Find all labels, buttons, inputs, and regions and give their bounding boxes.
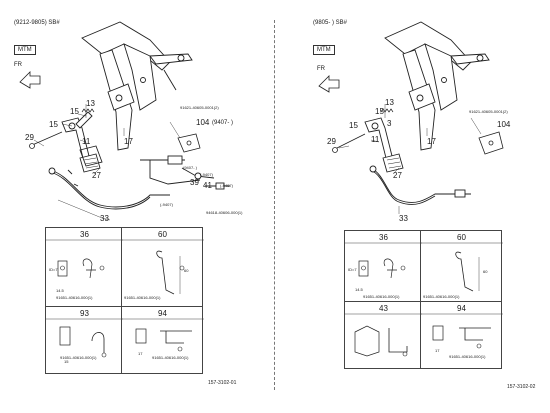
front-arrow-icon — [19, 71, 41, 89]
mtm-badge: MTM — [14, 45, 36, 55]
callout-17: 17 — [124, 137, 133, 146]
id-dimension: ID=7 — [49, 267, 58, 272]
part-code: 91651-40616-000(1) — [449, 354, 486, 359]
part-code: 91621-40605-0001(2) — [180, 105, 219, 110]
page-divider — [274, 20, 275, 390]
part-code: 91651-40616-000(1) — [423, 294, 460, 299]
clip-93-drawing — [46, 318, 123, 358]
pedal-bracket — [81, 21, 193, 151]
cell-label: 43 — [379, 304, 388, 313]
cell-label: 36 — [80, 230, 89, 239]
table-cell: 93 15 91651-40616-000(1) — [45, 306, 123, 374]
part-code: 94618-40606-000(1) — [206, 210, 243, 215]
dimension-label: 17 — [138, 351, 143, 356]
bracket-104 — [478, 131, 504, 155]
dimension-label: 60 — [483, 269, 488, 274]
callout-104: 104 — [196, 118, 210, 127]
part-code: 91651-40616-000(1) — [363, 294, 400, 299]
table-cell: 36 ID=7 14.5 91651-40616-000(1) — [344, 230, 422, 302]
pedal-assembly-drawing — [318, 21, 504, 214]
page-header: (9805- ) SB# — [313, 20, 348, 26]
cell-label: 36 — [379, 233, 388, 242]
control-cable — [48, 155, 230, 210]
callout-13: 13 — [385, 98, 394, 107]
pedal-pad — [79, 145, 103, 167]
callout-15: 15 — [49, 120, 58, 129]
brake-pedal — [61, 111, 101, 173]
front-arrow-icon — [318, 75, 340, 93]
return-spring — [380, 108, 394, 113]
callout-39: 39 — [190, 178, 199, 187]
callout-13: 13 — [86, 99, 95, 108]
date-note: (-9407) — [160, 202, 173, 207]
bracket-104 — [177, 133, 201, 153]
clip-94-drawing — [421, 313, 503, 349]
part-code: 91651-40616-000(1) — [60, 355, 97, 360]
callout-29: 29 — [25, 133, 34, 142]
bolt-29 — [332, 133, 366, 153]
callout-27: 27 — [393, 171, 402, 180]
cell-label: 93 — [80, 309, 89, 318]
table-cell: 60 60 91651-40616-000(1) — [121, 227, 204, 307]
callout-11: 11 — [371, 135, 380, 144]
callout-27: 27 — [92, 171, 101, 180]
bracket-43-drawing — [345, 313, 422, 357]
cell-label: 94 — [158, 309, 167, 318]
control-cable — [369, 165, 471, 205]
callout-33: 33 — [100, 214, 109, 223]
clip-94-drawing — [122, 318, 204, 352]
dimension-label: 60 — [184, 268, 189, 273]
dimension-label: 15 — [64, 359, 69, 364]
table-cell: 36 ID=7 14.5 91651-40616-000(1) — [45, 227, 123, 307]
cell-label: 94 — [457, 304, 466, 313]
date-note: (9407- ) — [183, 165, 198, 170]
table-cell: 94 17 91651-40616-000(1) — [420, 301, 503, 369]
table-cell: 60 60 91651-40616-000(1) — [420, 230, 503, 302]
callout-3: 3 — [387, 119, 392, 128]
date-note: (-9407) — [220, 183, 233, 188]
part-code: 91651-40616-000(1) — [152, 355, 189, 360]
callout-leaders — [33, 104, 181, 221]
callout-15: 15 — [375, 107, 384, 116]
cell-label: 60 — [158, 230, 167, 239]
id-dimension: ID=7 — [348, 267, 357, 272]
rod-60-drawing — [421, 242, 503, 292]
callout-29: 29 — [327, 137, 336, 146]
clip-36-drawing — [46, 239, 123, 279]
callout-33: 33 — [399, 214, 408, 223]
note-104: (9407- ) — [212, 120, 234, 126]
table-cell: 43 — [344, 301, 422, 369]
part-code: 91651-40616-000(1) — [124, 295, 161, 300]
page-number: 157-3102-02 — [507, 384, 536, 390]
return-spring — [81, 108, 95, 113]
fr-label: FR — [317, 66, 325, 72]
callout-104: 104 — [497, 120, 511, 129]
callout-17: 17 — [427, 137, 436, 146]
brake-pedal — [364, 117, 404, 173]
date-note: (-9407) — [200, 172, 213, 177]
callout-11: 11 — [82, 137, 91, 146]
callout-15: 15 — [70, 107, 79, 116]
pedal-bracket — [384, 21, 490, 151]
page-header: (9212-9805) SB# — [14, 20, 60, 26]
dimension-label: 14.5 — [56, 288, 64, 293]
part-code: 91651-40616-000(1) — [56, 295, 93, 300]
rod-60-drawing — [122, 239, 204, 295]
dimension-label: 17 — [435, 348, 440, 353]
dimension-label: 14.5 — [355, 287, 363, 292]
callout-leaders — [338, 104, 482, 214]
table-cell: 94 17 91651-40616-000(1) — [121, 306, 204, 374]
cell-label: 60 — [457, 233, 466, 242]
pedal-assembly-drawing — [19, 21, 230, 221]
callout-41: 41 — [203, 181, 212, 190]
part-code: 91621-40605-0001(2) — [469, 109, 508, 114]
mtm-badge: MTM — [313, 45, 335, 55]
left-diagram-page: (9212-9805) SB# MTM FR — [14, 20, 243, 386]
bolt-29 — [29, 131, 63, 149]
callout-15: 15 — [349, 121, 358, 130]
right-diagram-page: (9805- ) SB# MTM FR — [275, 0, 550, 413]
clip-36-drawing — [345, 242, 422, 279]
page-number: 157-3102-01 — [208, 380, 237, 386]
fr-label: FR — [14, 62, 22, 68]
